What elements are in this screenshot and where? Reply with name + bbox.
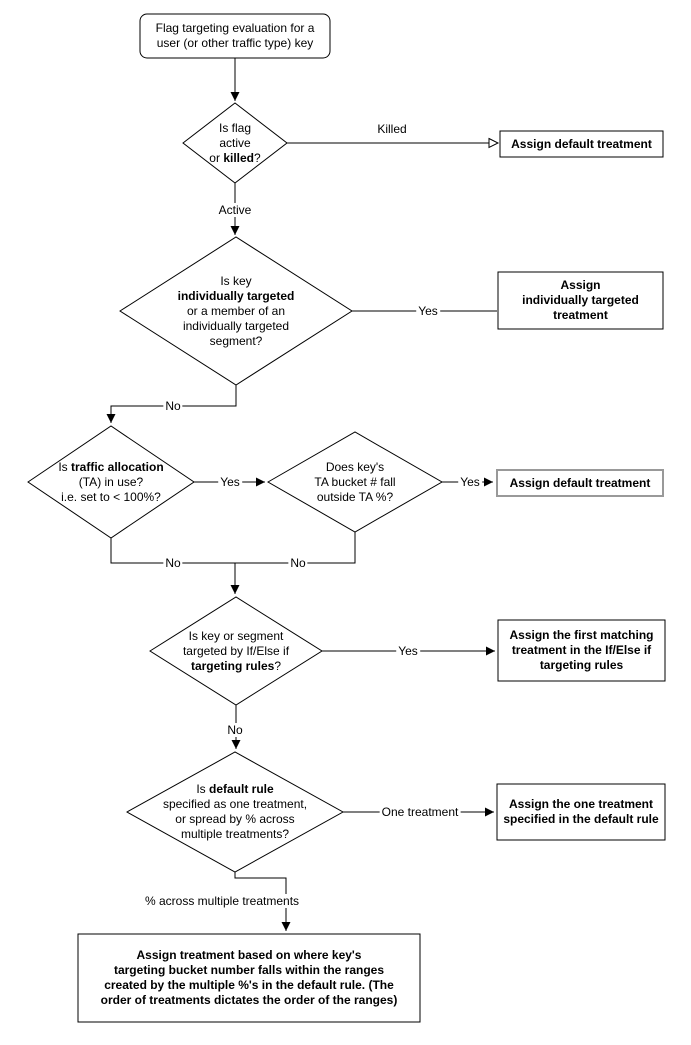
assign-one-treatment-shape <box>496 783 666 841</box>
flag-active-decision-shape <box>182 102 288 184</box>
edge-label-one-treatment: One treatment <box>379 805 461 819</box>
edge-label-yes-bucket: Yes <box>458 475 482 489</box>
assign-default-2-shape <box>496 469 664 497</box>
edge-no-ta <box>110 538 235 564</box>
ta-bucket-decision-shape <box>266 431 444 533</box>
assign-first-matching-shape <box>497 619 666 682</box>
assign-ranges-shape <box>77 933 421 1023</box>
traffic-allocation-decision-shape <box>27 425 195 539</box>
edge-label-yes-rules: Yes <box>396 644 420 658</box>
assign-default-1-label: Assign default treatment <box>511 136 652 151</box>
edge-label-no-individual: No <box>163 399 183 413</box>
edge-label-yes-individual: Yes <box>416 304 440 318</box>
targeting-rules-decision-shape <box>149 596 323 706</box>
assign-individually-targeted-shape <box>497 271 664 330</box>
edge-label-pct-multiple: % across multiple treatments <box>142 894 302 908</box>
edge-label-yes-ta: Yes <box>218 475 242 489</box>
edge-label-no-rules: No <box>225 723 245 737</box>
edge-label-no-ta: No <box>163 556 183 570</box>
edge-no-bucket <box>235 532 356 564</box>
assign-default-2-label: Assign default treatment <box>509 475 651 490</box>
individually-targeted-decision-shape <box>119 236 353 386</box>
edge-label-active: Active <box>216 203 254 217</box>
default-rule-decision-shape <box>125 751 345 873</box>
assign-default-1-shape <box>499 130 664 158</box>
start-node-shape <box>139 13 331 59</box>
edge-label-killed: Killed <box>375 122 409 136</box>
traffic-allocation-decision-label: Is traffic allocation(TA) in use?i.e. se… <box>58 459 164 504</box>
edge-label-no-bucket: No <box>288 556 308 570</box>
